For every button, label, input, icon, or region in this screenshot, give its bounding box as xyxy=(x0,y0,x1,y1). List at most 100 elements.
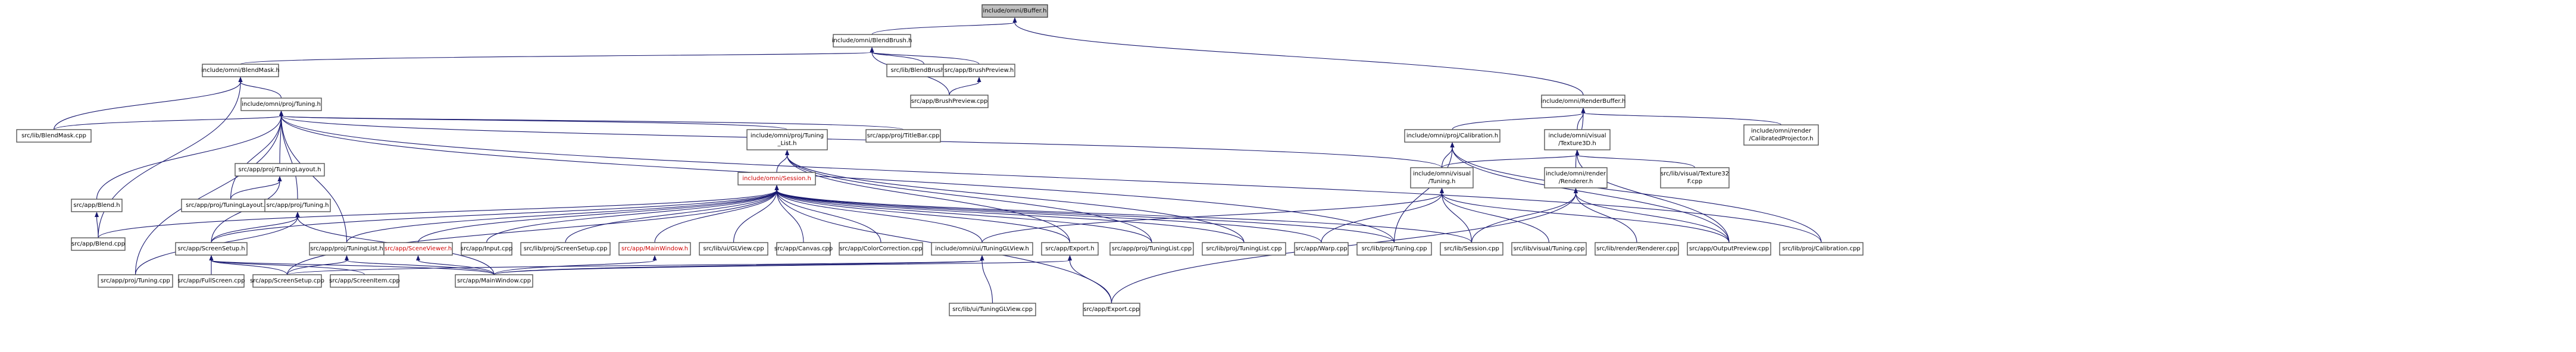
node-label: src/app/MainWindow.cpp xyxy=(457,278,531,284)
edge-session-cpp-to-session-h xyxy=(774,185,1473,243)
graph-node-blendmask-cpp[interactable]: src/lib/BlendMask.cpp xyxy=(16,129,92,143)
graph-node-renderer-h[interactable]: include/omni/render/Renderer.h xyxy=(1544,167,1608,188)
edge-warp-cpp-to-session-h xyxy=(774,185,1322,243)
node-box xyxy=(1541,95,1625,108)
graph-node-blendmask-h[interactable]: include/omni/BlendMask.h xyxy=(201,64,280,77)
graph-node-app-tuninglist-h[interactable]: src/app/proj/TuningList.h xyxy=(309,242,384,256)
graph-node-app-tuninglist-cpp[interactable]: src/app/proj/TuningList.cpp xyxy=(1109,242,1194,256)
edge-app-tuninglist-h-to-session-h xyxy=(346,185,779,243)
graph-node-canvas-cpp[interactable]: src/app/Canvas.cpp xyxy=(774,242,833,256)
graph-node-renderer-cpp[interactable]: src/lib/render/Renderer.cpp xyxy=(1595,242,1679,256)
node-label: src/app/Warp.cpp xyxy=(1295,246,1347,252)
graph-node-calibration-h[interactable]: include/omni/proj/Calibration.h xyxy=(1404,129,1500,143)
graph-node-lib-tuninglist-cpp[interactable]: src/lib/proj/TuningList.cpp xyxy=(1202,242,1286,256)
graph-node-fullscreen-cpp[interactable]: src/app/FullScreen.cpp xyxy=(177,274,245,288)
graph-node-calibratedprojector-h[interactable]: include/omni/render/CalibratedProjector.… xyxy=(1743,124,1819,146)
graph-node-sceneviewer-h[interactable]: src/app/SceneViewer.h xyxy=(383,242,453,256)
graph-node-lib-tuning-cpp[interactable]: src/lib/proj/Tuning.cpp xyxy=(1356,242,1432,256)
node-box xyxy=(699,242,768,256)
edge-visual-tuning-h-to-tuning-h xyxy=(279,111,1443,168)
graph-node-glview-cpp[interactable]: src/lib/ui/GLView.cpp xyxy=(699,242,768,256)
node-box xyxy=(71,199,123,212)
edge-blendmask-cpp-to-tuning-h xyxy=(53,111,283,130)
graph-node-session-cpp[interactable]: src/lib/Session.cpp xyxy=(1440,242,1503,256)
node-label: include/omni/proj/Tuning xyxy=(751,133,824,139)
graph-node-tuningglview-h[interactable]: include/omni/ui/TuningGLView.h xyxy=(931,242,1033,256)
edge-renderer-cpp-to-renderer-h xyxy=(1574,188,1637,243)
graph-node-export-h[interactable]: src/app/Export.h xyxy=(1041,242,1099,256)
node-box xyxy=(330,274,399,288)
node-box xyxy=(981,4,1048,18)
graph-node-app-tuning-h[interactable]: src/app/proj/Tuning.h xyxy=(264,199,331,212)
graph-node-outputpreview-cpp[interactable]: src/app/OutputPreview.cpp xyxy=(1687,242,1771,256)
edge-screensetup-cpp-to-session-h xyxy=(286,185,779,275)
node-box xyxy=(1109,242,1194,256)
graph-node-app-tuning-cpp[interactable]: src/app/proj/Tuning.cpp xyxy=(98,274,173,288)
edge-app-tuninglist-cpp-to-session-h xyxy=(774,185,1152,243)
graph-node-titlebar-cpp[interactable]: src/app/proj/TitleBar.cpp xyxy=(865,129,941,143)
edge-app-tuninglayout-cpp-to-app-tuninglayout-h xyxy=(230,176,282,200)
graph-node-screensetup-h[interactable]: src/app/ScreenSetup.h xyxy=(175,242,248,256)
node-label: src/lib/BlendBrush.cpp xyxy=(891,67,958,74)
edge-screenitem-cpp-to-screensetup-h xyxy=(209,255,365,275)
graph-node-buffer[interactable]: include/omni/Buffer.h xyxy=(981,4,1048,18)
graph-node-input-cpp[interactable]: src/app/Input.cpp xyxy=(461,242,512,256)
node-box xyxy=(1743,124,1819,146)
graph-node-mainwindow-h[interactable]: src/app/MainWindow.h xyxy=(618,242,691,256)
nodes-layer: include/omni/Buffer.h include/omni/BlendB… xyxy=(16,4,1864,316)
edge-tuningglview-h-to-visual-tuning-h xyxy=(981,188,1444,243)
edge-input-cpp-to-session-h xyxy=(486,185,779,243)
node-box xyxy=(383,242,453,256)
graph-node-screensetup-cpp[interactable]: src/app/ScreenSetup.cpp xyxy=(250,274,324,288)
graph-node-brushpreview-cpp[interactable]: src/app/BrushPreview.cpp xyxy=(910,95,989,108)
edge-lib-tuninglist-cpp-to-tuninglist-h xyxy=(785,150,1245,243)
graph-node-tuning-h[interactable]: include/omni/proj/Tuning.h xyxy=(240,98,322,111)
node-label: src/app/Input.cpp xyxy=(461,246,512,252)
graph-node-app-blend-cpp[interactable]: src/app/Blend.cpp xyxy=(71,237,126,251)
node-label: src/app/OutputPreview.cpp xyxy=(1689,246,1769,252)
graph-node-calibration-cpp[interactable]: src/lib/proj/Calibration.cpp xyxy=(1779,242,1864,256)
graph-node-export-cpp[interactable]: src/app/Export.cpp xyxy=(1083,303,1140,316)
edge-app-tuninglist-cpp-to-tuninglist-h xyxy=(785,150,1152,243)
edge-lib-tuning-cpp-to-tuning-h xyxy=(279,111,1395,243)
graph-node-session-h[interactable]: include/omni/Session.h xyxy=(737,172,816,186)
edge-lib-tuninglist-cpp-to-session-h xyxy=(774,185,1245,243)
node-label: src/lib/Session.cpp xyxy=(1444,246,1499,252)
node-box xyxy=(240,98,322,111)
graph-node-texture3d-h[interactable]: include/omni/visual/Texture3D.h xyxy=(1544,129,1611,150)
node-label: include/omni/visual xyxy=(1413,171,1471,177)
graph-node-blendbrush-h[interactable]: include/omni/BlendBrush.h xyxy=(832,34,912,48)
node-label: src/app/proj/TuningList.h xyxy=(310,246,383,252)
node-label: src/app/proj/Tuning.cpp xyxy=(101,278,170,284)
graph-node-visual-tuning-h[interactable]: include/omni/visual/Tuning.h xyxy=(1410,167,1474,188)
graph-node-tuninglist-h[interactable]: include/omni/proj/Tuning_List.h xyxy=(746,129,828,150)
graph-node-tuningglview-cpp[interactable]: src/lib/ui/TuningGLView.cpp xyxy=(949,303,1036,316)
graph-node-screenitem-cpp[interactable]: src/app/ScreenItem.cpp xyxy=(329,274,400,288)
node-label: /Tuning.h xyxy=(1428,178,1456,185)
edge-titlebar-cpp-to-tuning-h xyxy=(279,111,904,130)
graph-node-renderbuffer-h[interactable]: include/omni/RenderBuffer.h xyxy=(1541,95,1626,108)
node-box xyxy=(833,34,911,48)
edge-session-cpp-to-visual-tuning-h xyxy=(1440,188,1473,243)
node-label: src/app/Canvas.cpp xyxy=(774,246,833,252)
node-box xyxy=(1544,167,1608,188)
graph-node-mainwindow-cpp[interactable]: src/app/MainWindow.cpp xyxy=(455,274,533,288)
graph-node-lib-screensetup-cpp[interactable]: src/lib/proj/ScreenSetup.cpp xyxy=(520,242,611,256)
graph-node-app-tuninglayout-h[interactable]: src/app/proj/TuningLayout.h xyxy=(235,163,325,177)
graph-node-warp-cpp[interactable]: src/app/Warp.cpp xyxy=(1294,242,1349,256)
node-label: src/app/Blend.cpp xyxy=(71,241,125,247)
edge-session-h-to-tuninglist-h xyxy=(776,150,789,173)
node-label: src/lib/proj/ScreenSetup.cpp xyxy=(524,246,608,252)
graph-node-app-blend-h[interactable]: src/app/Blend.h xyxy=(71,199,123,212)
node-box xyxy=(252,274,322,288)
graph-node-colorcorrection-cpp[interactable]: src/app/ColorCorrection.cpp xyxy=(839,242,923,256)
edge-tuningglview-h-to-session-h xyxy=(774,185,983,243)
edge-glview-cpp-to-session-h xyxy=(733,185,779,243)
graph-node-brushpreview-h[interactable]: src/app/BrushPreview.h xyxy=(943,64,1015,77)
node-label: src/app/proj/Tuning.h xyxy=(267,202,329,209)
edge-lib-tuning-cpp-to-session-h xyxy=(774,185,1395,243)
graph-node-visual-tuning-cpp[interactable]: src/lib/visual/Tuning.cpp xyxy=(1511,242,1587,256)
node-label: src/app/ScreenItem.cpp xyxy=(329,278,400,284)
